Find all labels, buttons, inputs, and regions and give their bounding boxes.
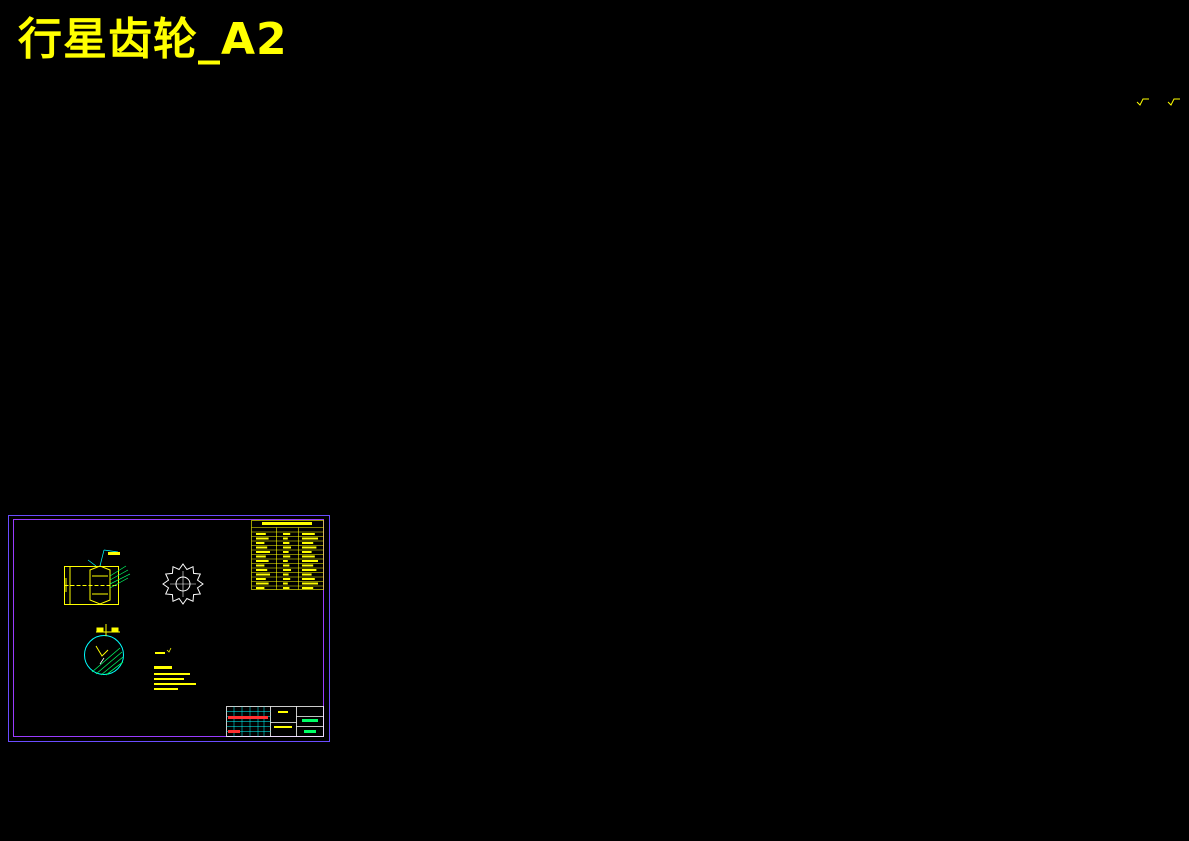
title-block [226,706,324,737]
sheet-inner-frame [13,519,324,737]
technical-requirements-notes [154,647,196,690]
tooth-detail-view [84,624,124,676]
sheet-outer-border [8,515,330,742]
drawing-title: 行星齿轮_A2 [18,14,288,65]
gear-section-view [64,549,131,605]
a2-drawing-sheet[interactable] [8,515,330,742]
gear-end-view [162,563,204,605]
surface-roughness-marks [1136,98,1180,106]
gear-parameter-table [251,520,324,590]
